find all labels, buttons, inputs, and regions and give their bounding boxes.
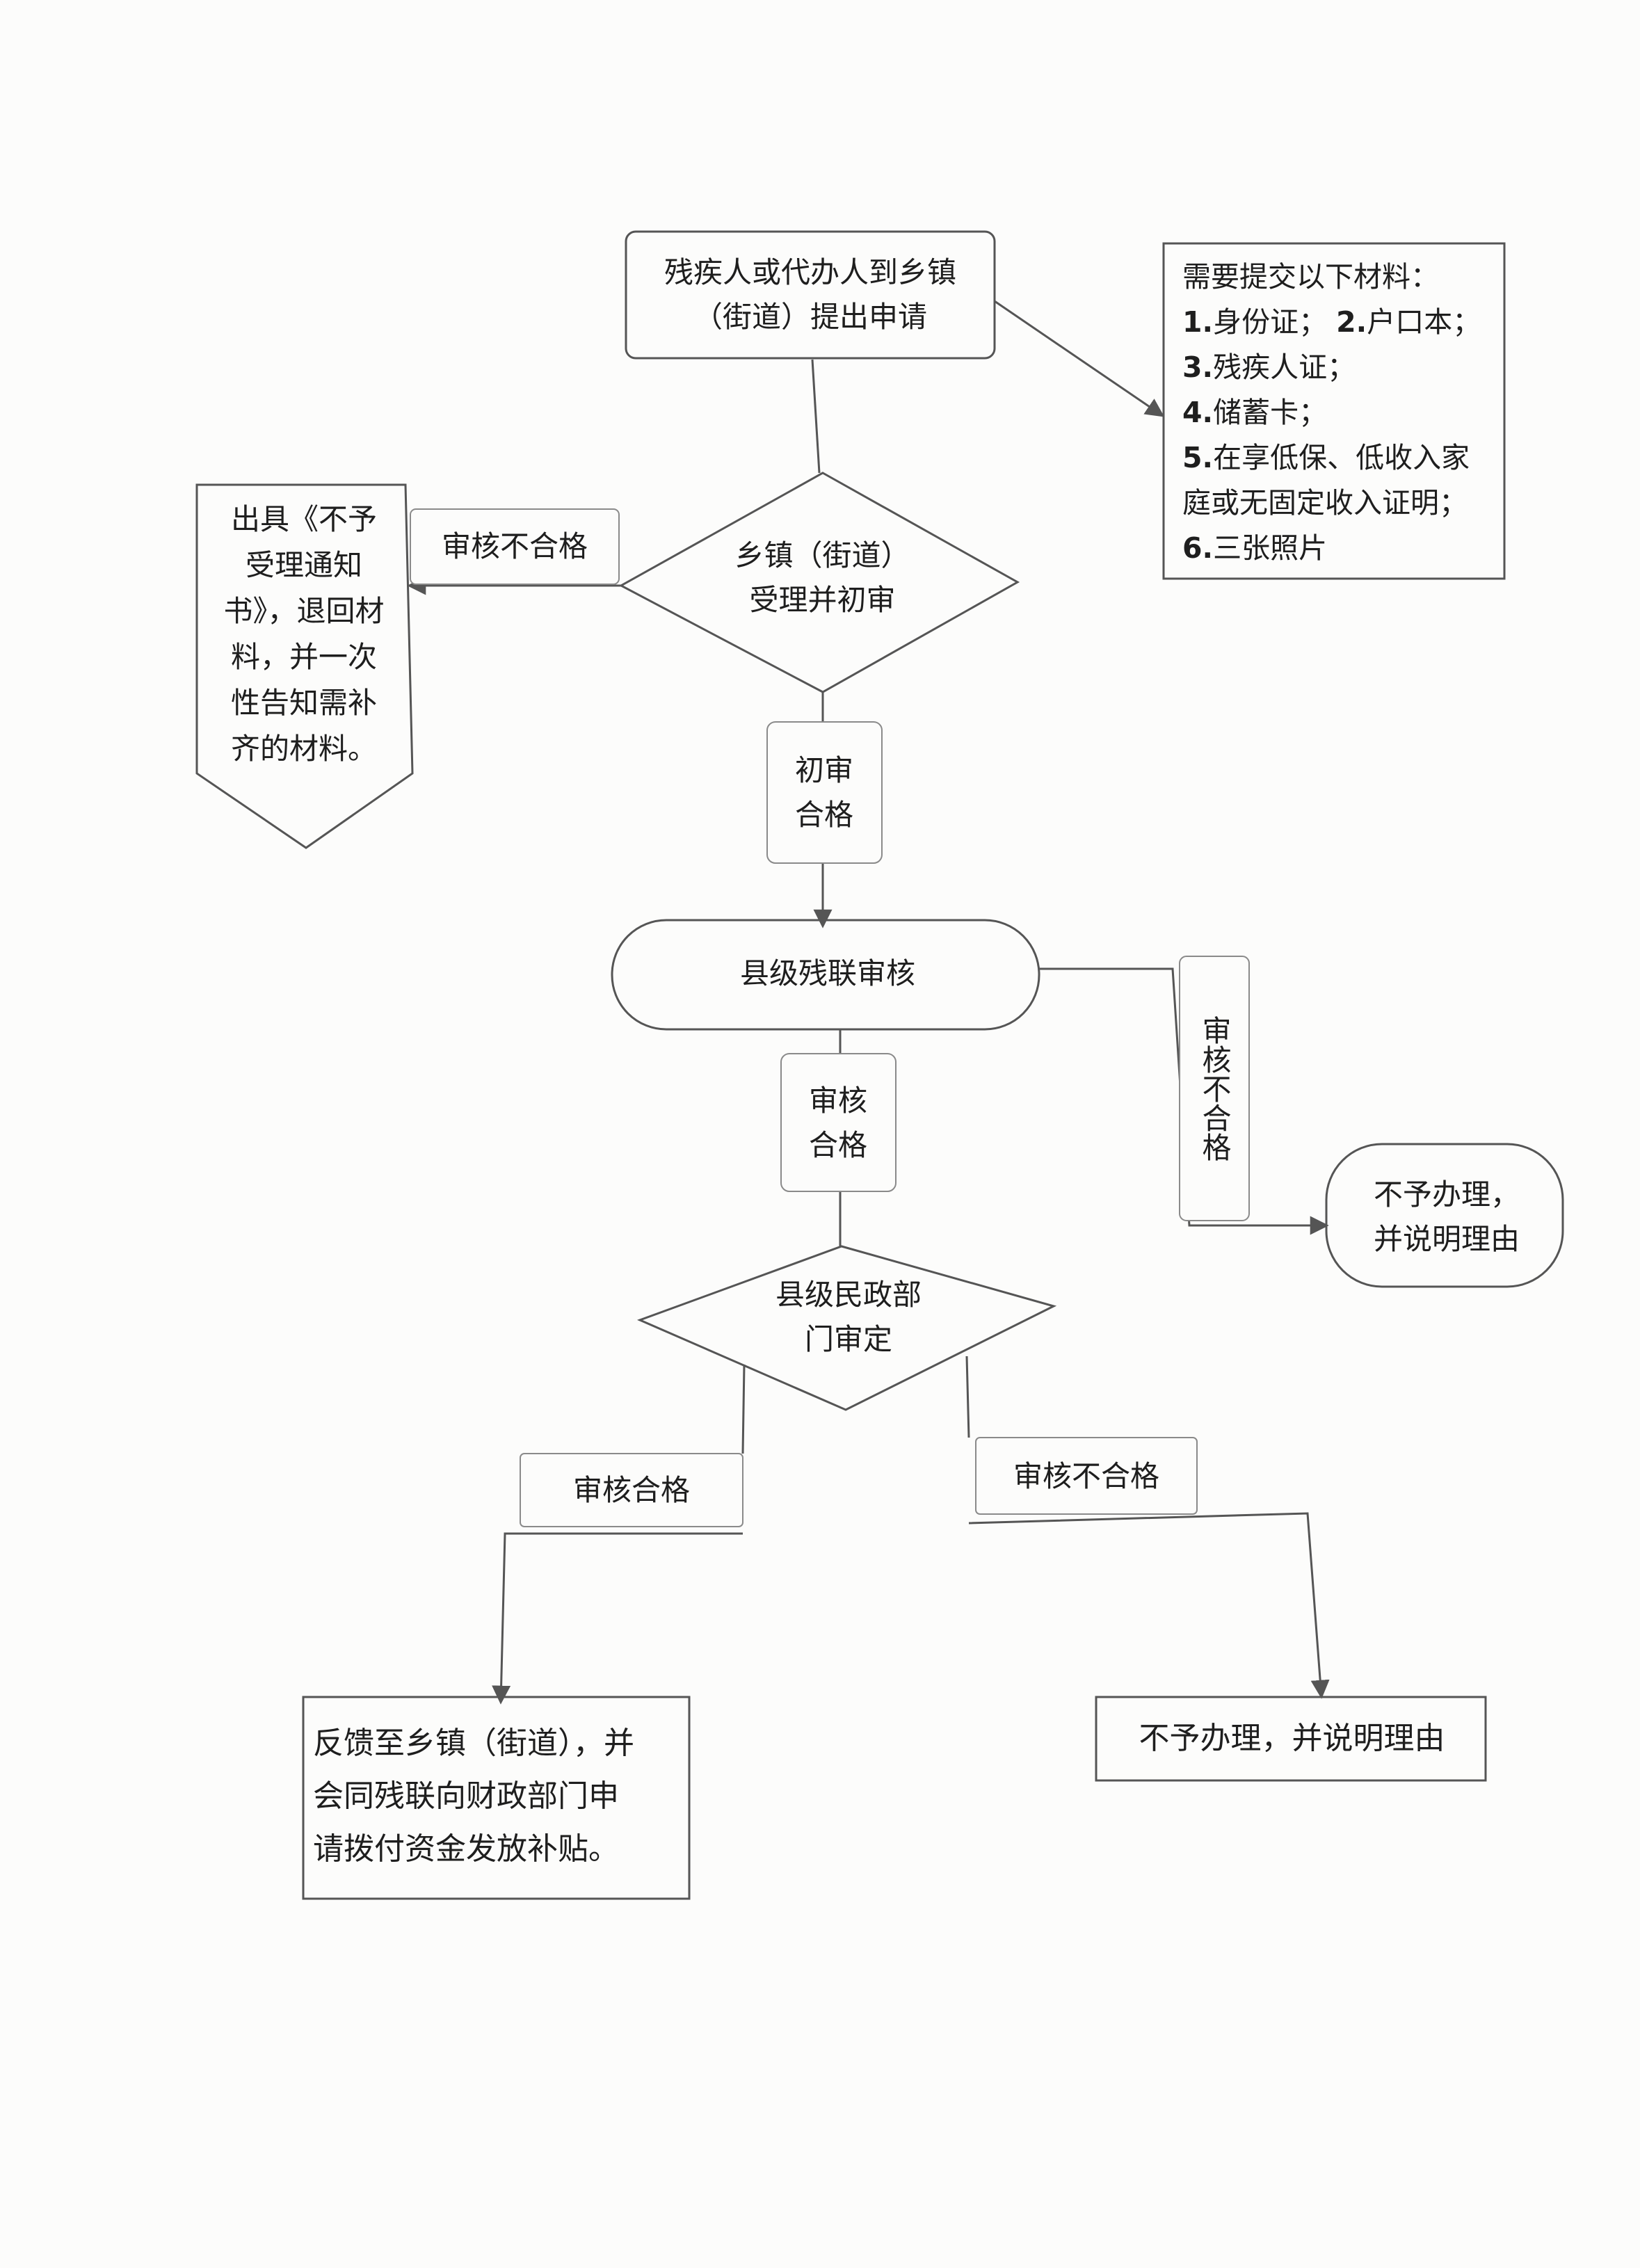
- reject-notice-pentagon: [195, 483, 414, 849]
- initial-pass-label-box: [766, 721, 883, 864]
- township-review-diamond: [618, 472, 1020, 693]
- material-num: 4.: [1182, 396, 1214, 429]
- connector-civil-fail-to-end: [968, 1512, 1330, 1699]
- material-text: 户口本；: [1367, 305, 1481, 339]
- material-text: 储蓄卡；: [1213, 396, 1328, 429]
- not-handled-1-text: 不予办理， 并说明理由: [1373, 1177, 1520, 1256]
- township-fail-label: 审核不合格: [441, 529, 588, 563]
- material-text: 身份证；: [1213, 305, 1328, 339]
- connector-civil-pass: [741, 1364, 746, 1454]
- federation-pass-label-box: [780, 1053, 897, 1192]
- material-text: 残疾人证；: [1213, 351, 1356, 384]
- civil-pass-label-box: [520, 1453, 743, 1527]
- connector-apply-to-review: [811, 359, 821, 474]
- civil-pass-label: 审核合格: [572, 1472, 690, 1507]
- material-text: 在享低保、低收入家: [1213, 441, 1470, 474]
- initial-pass-label: 初审 合格: [794, 753, 853, 832]
- connector-apply-to-materials: [994, 300, 1165, 417]
- county-federation-box: [611, 919, 1040, 1031]
- material-item-6: 6.三张照片: [1182, 526, 1499, 571]
- connector-civil-pass-to-feedback: [492, 1532, 743, 1705]
- apply-box: [625, 230, 996, 360]
- connector-civil-fail: [965, 1356, 970, 1438]
- federation-fail-label-box: [1179, 956, 1250, 1221]
- material-item-3: 3.残疾人证；: [1182, 345, 1499, 390]
- material-num: 5.: [1182, 441, 1214, 474]
- township-fail-label-box: [410, 508, 620, 585]
- civil-fail-label: 审核不合格: [1013, 1458, 1159, 1493]
- not-handled-2-box: [1095, 1696, 1487, 1782]
- feedback-text: 反馈至乡镇（街道），并 会同残联向财政部门申 请拨付资金发放补贴。: [313, 1726, 634, 1867]
- material-text: 庭或无固定收入证明；: [1182, 486, 1468, 520]
- federation-pass-label: 审核 合格: [808, 1084, 867, 1162]
- feedback-box: [302, 1696, 691, 1900]
- material-item-5: 5.在享低保、低收入家: [1182, 435, 1499, 481]
- apply-text: 残疾人或代办人到乡镇 （街道）提出申请: [664, 255, 956, 334]
- reject-notice-text: 出具《不予 受理通知 书》，退回材 料，并一次 性告知需补 齐的材料。: [223, 502, 385, 766]
- materials-list: 需要提交以下材料： 1.身份证； 2.户口本； 3.残疾人证； 4.储蓄卡； 5…: [1182, 255, 1499, 571]
- material-num: 3.: [1182, 351, 1214, 384]
- township-review-text: 乡镇（街道） 受理并初审: [734, 538, 910, 617]
- federation-fail-label: 审核不合格: [1198, 1015, 1232, 1161]
- not-handled-2-text: 不予办理，并说明理由: [1139, 1721, 1445, 1756]
- material-item-5-cont: 庭或无固定收入证明；: [1182, 481, 1499, 526]
- materials-heading: 需要提交以下材料：: [1182, 260, 1439, 293]
- civil-fail-label-box: [975, 1437, 1198, 1515]
- material-item-4: 4.储蓄卡；: [1182, 390, 1499, 435]
- material-num: 2.: [1336, 305, 1367, 339]
- county-federation-text: 县级残联审核: [739, 956, 915, 990]
- material-num: 6.: [1182, 531, 1214, 565]
- materials-box: [1162, 242, 1506, 580]
- material-num: 1.: [1182, 305, 1214, 339]
- material-item-1-2: 1.身份证； 2.户口本；: [1182, 300, 1499, 345]
- not-handled-1-box: [1325, 1143, 1564, 1288]
- civil-affairs-diamond: [636, 1245, 1057, 1411]
- material-text: 三张照片: [1213, 531, 1328, 565]
- civil-affairs-text: 县级民政部 门审定: [775, 1278, 922, 1356]
